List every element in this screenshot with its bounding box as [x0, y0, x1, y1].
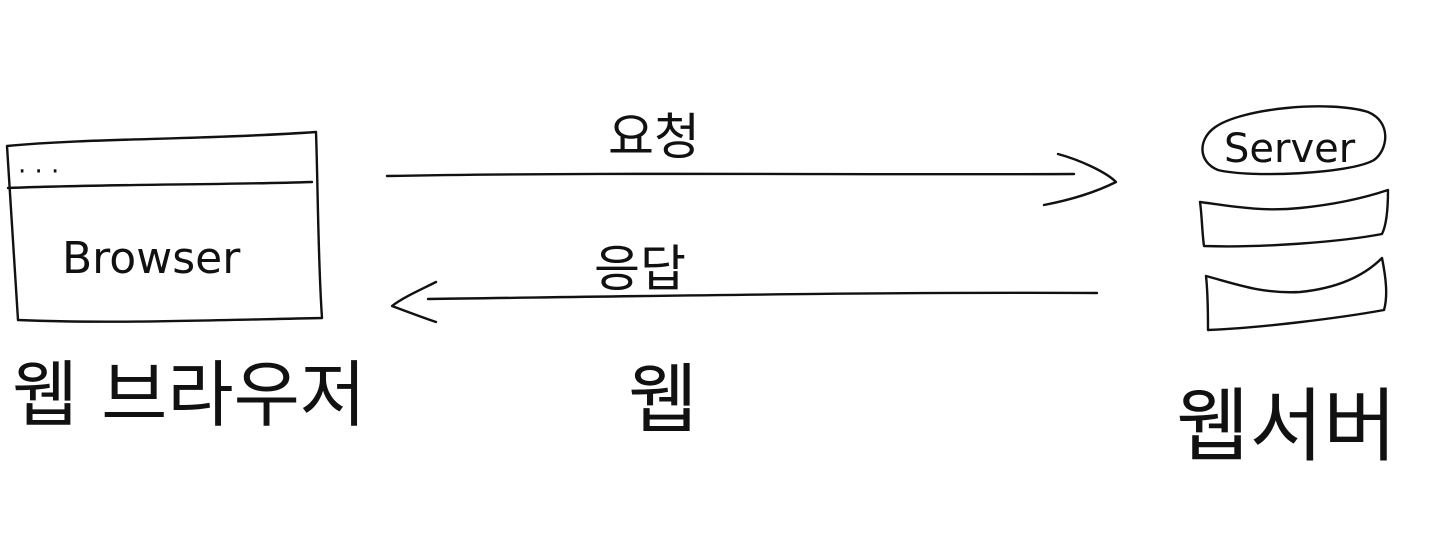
request-label: 요청 [608, 108, 700, 166]
server-stack: Server [1198, 105, 1390, 332]
request-arrow-line [385, 172, 1076, 178]
browser-caption: 웹 브라우저 [12, 353, 366, 437]
middle-caption: 웹 [628, 355, 698, 444]
browser-title-bar-divider [6, 180, 314, 190]
browser-window-dots: · · · [18, 157, 59, 187]
response-arrow-line [426, 291, 1099, 301]
response-arrow [390, 280, 1099, 324]
request-arrow-head [1042, 152, 1118, 207]
response-arrow-head [390, 280, 438, 324]
browser-window-frame [5, 130, 324, 323]
server-bottom-disc [1204, 256, 1388, 332]
server-top-disc [1201, 105, 1387, 176]
server-label: Server [1224, 126, 1356, 172]
response-label: 응답 [594, 240, 686, 298]
request-arrow [385, 152, 1118, 207]
browser-window: · · · Browser [5, 130, 324, 323]
server-middle-disc [1198, 188, 1390, 248]
browser-label: Browser [62, 233, 241, 284]
server-caption: 웹서버 [1176, 380, 1397, 473]
